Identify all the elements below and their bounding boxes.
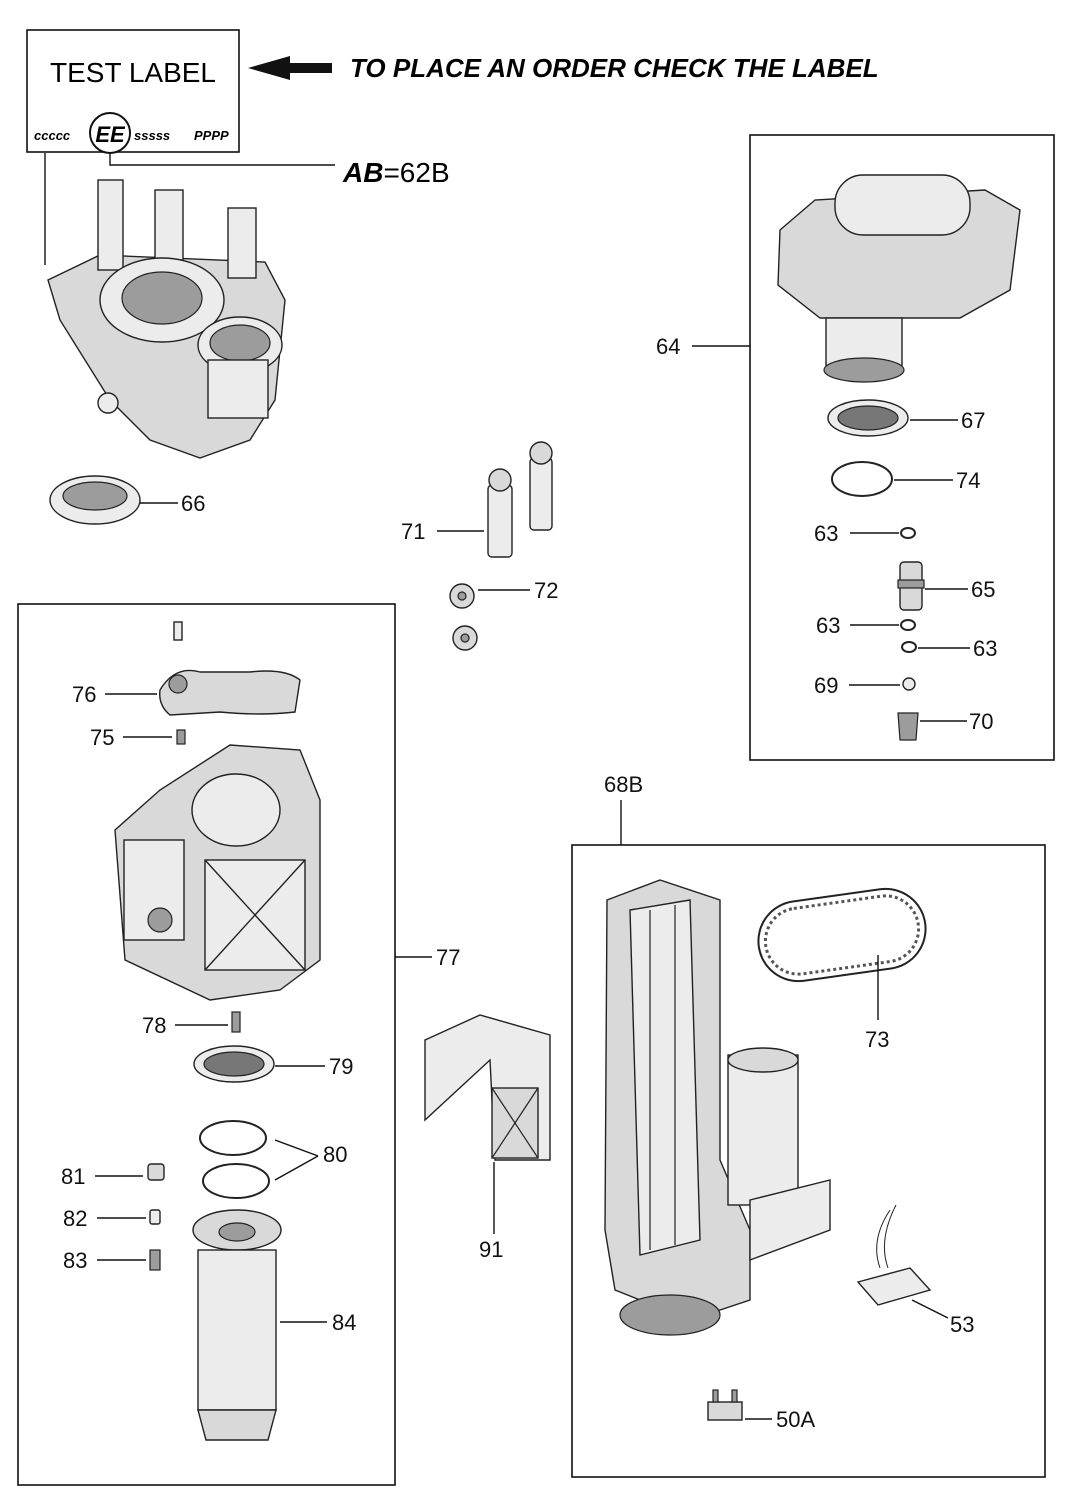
callout-66: 66 — [181, 491, 205, 516]
part-64-brew-head — [777, 174, 1021, 383]
label-code-circle-text: EE — [95, 122, 126, 147]
group-frame-64 — [749, 134, 1055, 761]
part-77-brew-unit-frame — [114, 744, 321, 1001]
ab-leader — [109, 153, 335, 166]
part-74-o-ring — [831, 461, 893, 497]
ab-value: =62B — [383, 157, 449, 188]
part-72-gears — [449, 583, 478, 651]
label-code-right: PPPP — [194, 128, 229, 143]
part-83-spring — [149, 1249, 161, 1271]
test-label-title: TEST LABEL — [50, 57, 216, 88]
part-91-bracket — [424, 1014, 551, 1161]
callout-80: 80 — [323, 1142, 347, 1167]
part-80-o-ring-b — [202, 1163, 270, 1199]
part-65-valve-insert — [897, 561, 925, 611]
part-76-lever — [159, 621, 301, 716]
part-62b-valve-body — [47, 179, 286, 459]
callout-82: 82 — [63, 1206, 87, 1231]
order-arrow-icon — [248, 56, 332, 80]
part-75-screw — [176, 729, 186, 745]
callout-72: 72 — [534, 578, 558, 603]
callout-67: 67 — [961, 408, 985, 433]
callout-69: 69 — [814, 673, 838, 698]
callout-63b: 63 — [816, 613, 840, 638]
part-66-seal — [49, 475, 141, 525]
leader-80 — [274, 1139, 319, 1181]
part-69-ball — [902, 677, 916, 691]
callout-91: 91 — [479, 1237, 503, 1262]
part-79-filter-disc — [193, 1045, 275, 1083]
callout-71: 71 — [401, 519, 425, 544]
callout-77: 77 — [436, 945, 460, 970]
callout-68B: 68B — [604, 772, 643, 797]
callout-75: 75 — [90, 725, 114, 750]
part-81-nut — [147, 1163, 165, 1181]
callout-50A: 50A — [776, 1407, 815, 1432]
part-71-shafts — [487, 441, 553, 558]
part-82-pin — [149, 1209, 161, 1225]
part-68b-drive-column — [604, 879, 831, 1336]
part-80-o-ring-a — [199, 1120, 267, 1156]
part-78-screw — [231, 1011, 241, 1033]
part-50a-connector — [707, 1389, 743, 1421]
part-70-spring — [897, 712, 919, 741]
callout-64: 64 — [656, 334, 680, 359]
callout-78: 78 — [142, 1013, 166, 1038]
ab-label: AB=62B — [342, 157, 450, 188]
part-67-filter-disc — [827, 399, 909, 437]
callout-83: 83 — [63, 1248, 87, 1273]
callout-74: 74 — [956, 468, 980, 493]
callout-79: 79 — [329, 1054, 353, 1079]
group-frame-68B — [571, 844, 1046, 1478]
callout-84: 84 — [332, 1310, 356, 1335]
callout-65: 65 — [971, 577, 995, 602]
part-53-sensor-board — [856, 1204, 932, 1306]
ab-prefix: AB — [342, 157, 383, 188]
part-63-o-ring-a — [900, 527, 916, 539]
callout-63a: 63 — [814, 521, 838, 546]
part-63-o-ring-b — [900, 619, 916, 631]
group-frame-77 — [17, 603, 396, 1486]
leader-53 — [911, 1299, 949, 1319]
label-code-left: ccccc — [34, 128, 71, 143]
callout-73: 73 — [865, 1027, 889, 1052]
callout-63c: 63 — [973, 636, 997, 661]
part-84-piston — [192, 1209, 282, 1441]
part-73-belt — [757, 887, 927, 983]
label-code-mid: sssss — [134, 128, 170, 143]
test-label-box: TEST LABEL ccccc EE sssss PPPP — [26, 29, 240, 154]
callout-70: 70 — [969, 709, 993, 734]
order-instruction: TO PLACE AN ORDER CHECK THE LABEL — [350, 53, 879, 83]
callout-53: 53 — [950, 1312, 974, 1337]
part-63-o-ring-c — [901, 641, 917, 653]
callout-76: 76 — [72, 682, 96, 707]
callout-81: 81 — [61, 1164, 85, 1189]
